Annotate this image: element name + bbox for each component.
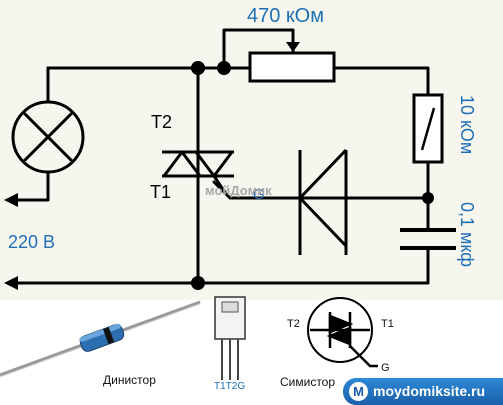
simistor-symbol <box>307 297 378 368</box>
simistor-t2-label: T2 <box>287 318 300 330</box>
junction-dots <box>191 61 434 290</box>
dinistor-component-image <box>0 300 201 378</box>
arrow-left-top <box>4 193 18 207</box>
site-link-badge[interactable]: M moydomiksite.ru <box>343 378 503 405</box>
dinistor-caption: Динистор <box>103 373 156 387</box>
wire-bottom <box>8 246 430 285</box>
capacitor-value-label: 0,1 мкф <box>457 202 477 268</box>
package-pins-label: T1T2G <box>214 381 246 392</box>
lamp-symbol <box>11 100 85 174</box>
triac-t1-label: T1 <box>150 182 172 202</box>
junction-dot <box>191 61 205 75</box>
simistor-g-label: G <box>381 362 390 374</box>
pot-value-label: 470 кОм <box>247 5 324 27</box>
resistor-value-label: 10 кОм <box>457 95 477 155</box>
wire-lamp-bottom <box>8 170 50 202</box>
wire-gate <box>212 180 430 200</box>
triac-symbol <box>162 150 234 195</box>
simistor-caption: Симистор <box>280 375 336 389</box>
capacitor <box>400 228 456 250</box>
dinistor-symbol <box>298 148 348 255</box>
potentiometer <box>248 51 336 83</box>
triac-t2-label: T2 <box>151 112 173 132</box>
resistor-10k <box>412 93 444 164</box>
junction-dot <box>217 61 231 75</box>
watermark-text: мойДомик <box>205 183 272 198</box>
arrow-left-bottom <box>4 276 18 290</box>
pot-wiper-arrow <box>286 42 300 52</box>
site-logo-icon: M <box>349 382 368 401</box>
triac-package-image <box>214 296 246 380</box>
junction-dot <box>191 276 205 290</box>
site-url[interactable]: moydomiksite.ru <box>373 383 486 399</box>
junction-dot <box>422 192 434 204</box>
wire-pot-tap <box>222 28 295 70</box>
triac-g-label: G <box>253 186 265 203</box>
voltage-label: 220 В <box>8 232 56 252</box>
simistor-t1-label: T1 <box>381 318 394 330</box>
wire-top <box>46 66 430 97</box>
